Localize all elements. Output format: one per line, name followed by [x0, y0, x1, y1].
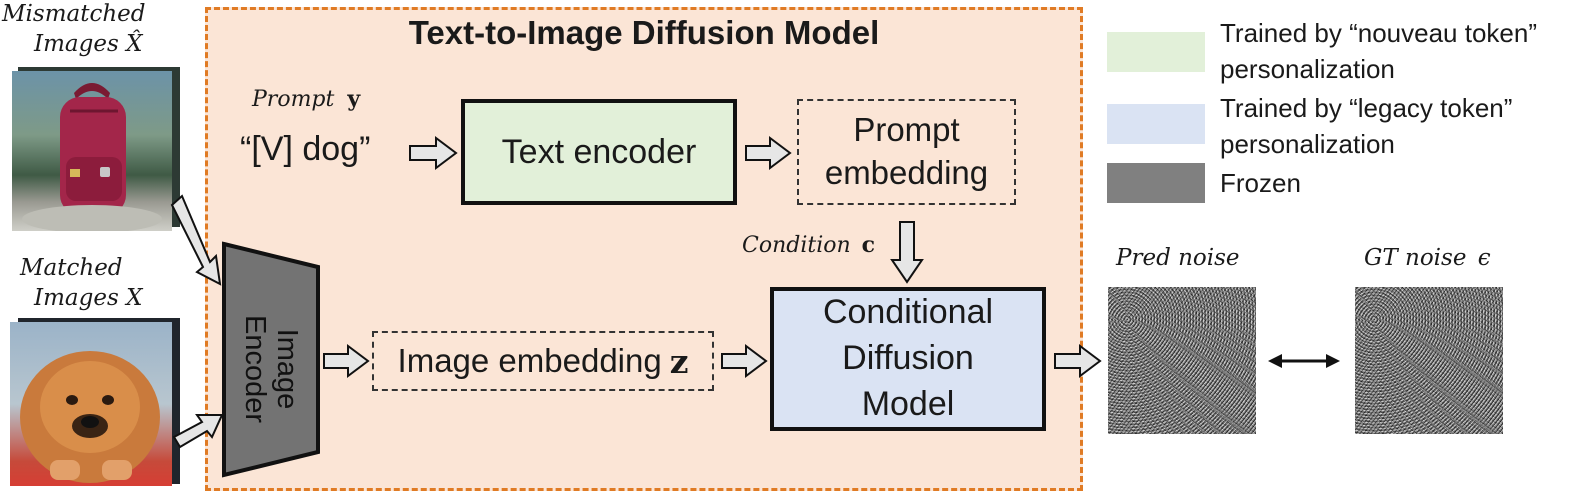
arrow-encoder-to-embedding: [745, 136, 792, 170]
arrow-model-to-noise: [1054, 344, 1102, 378]
matched-symbol: X: [126, 284, 143, 311]
matched-label-line1: Matched: [20, 255, 123, 281]
gt-noise-label-text: GT noise: [1364, 245, 1467, 271]
mismatched-images-label: Mismatched Images X̂: [0, 0, 160, 60]
matched-images-label: Matched Images X: [14, 254, 174, 314]
prompt-embedding-line2: embedding: [824, 154, 989, 191]
arrow-mismatched-to-encoder: [170, 194, 222, 286]
arrow-matched-to-encoder: [172, 414, 224, 449]
mismatched-label-line2: Images: [34, 30, 119, 57]
cond-model-line1: Conditional: [822, 293, 994, 332]
legend-swatch-frozen: [1107, 163, 1205, 203]
legend-swatch-nouveau: [1107, 32, 1205, 72]
image-encoder-line2: Encoder: [239, 314, 271, 423]
pred-noise-label: Pred noise: [1116, 245, 1240, 271]
matched-label-line2: Images: [34, 284, 119, 311]
cond-model-line2: Diffusion: [842, 339, 974, 378]
condition-label: Condition c: [742, 232, 875, 258]
legend-text-legacy: Trained by “legacy token” personalizatio…: [1220, 91, 1512, 162]
text-encoder-box: Text encoder: [461, 99, 737, 205]
dog-drawing: [20, 351, 160, 483]
cond-model-line3: Model: [861, 384, 955, 423]
prompt-embedding-box: Prompt embedding: [797, 99, 1016, 205]
legend-text-frozen: Frozen: [1220, 168, 1301, 198]
image-encoder-line1: Image: [270, 328, 303, 410]
arrow-condition-down: [890, 221, 924, 284]
prompt-label-text: Prompt: [252, 87, 335, 112]
compare-arrow-right-head: [1326, 354, 1340, 368]
legend-swatch-legacy: [1107, 104, 1205, 144]
backpack-image-stack: [12, 67, 180, 231]
gt-noise-label: GT noise ϵ: [1364, 245, 1491, 271]
image-encoder-label: Image Encoder: [239, 274, 303, 464]
gt-noise-symbol: ϵ: [1477, 245, 1491, 271]
legend-text-nouveau: Trained by “nouveau token” personalizati…: [1220, 16, 1537, 87]
image-embedding-label: Image embedding: [397, 342, 662, 379]
condition-label-text: Condition: [742, 233, 851, 258]
legend-nouveau-line1: Trained by “nouveau token”: [1220, 18, 1538, 48]
image-encoder-shape: [222, 241, 320, 478]
prompt-embedding-line1: Prompt: [853, 111, 960, 149]
mismatched-label-line1: Mismatched: [2, 1, 146, 27]
dog-image-stack: [10, 318, 180, 488]
backpack-drawing: [22, 83, 162, 231]
conditional-diffusion-model-box: Conditional Diffusion Model: [770, 287, 1046, 431]
image-embedding-symbol: z: [669, 341, 689, 381]
gt-noise-image: [1355, 287, 1503, 434]
legend-legacy-line2: personalization: [1220, 128, 1395, 159]
prompt-symbol: y: [347, 86, 361, 112]
panel-title: Text-to-Image Diffusion Model: [408, 14, 880, 51]
arrow-prompt-to-encoder: [409, 136, 458, 170]
legend-legacy-line1: Trained by “legacy token”: [1220, 93, 1513, 123]
compare-arrow-left-head: [1268, 354, 1282, 368]
arrow-encoder-to-image-emb: [323, 344, 370, 378]
arrow-emb-to-model: [721, 344, 768, 378]
condition-symbol: c: [861, 232, 876, 258]
legend-nouveau-line2: personalization: [1220, 53, 1395, 84]
mismatched-symbol: X̂: [126, 30, 143, 57]
backpack-image: [12, 71, 172, 231]
prompt-text: “[V] dog”: [240, 130, 371, 168]
pred-noise-image: [1108, 287, 1256, 434]
image-embedding-box: Image embedding z: [372, 331, 714, 391]
dog-image: [10, 322, 172, 486]
prompt-label: Prompt y: [252, 86, 360, 112]
